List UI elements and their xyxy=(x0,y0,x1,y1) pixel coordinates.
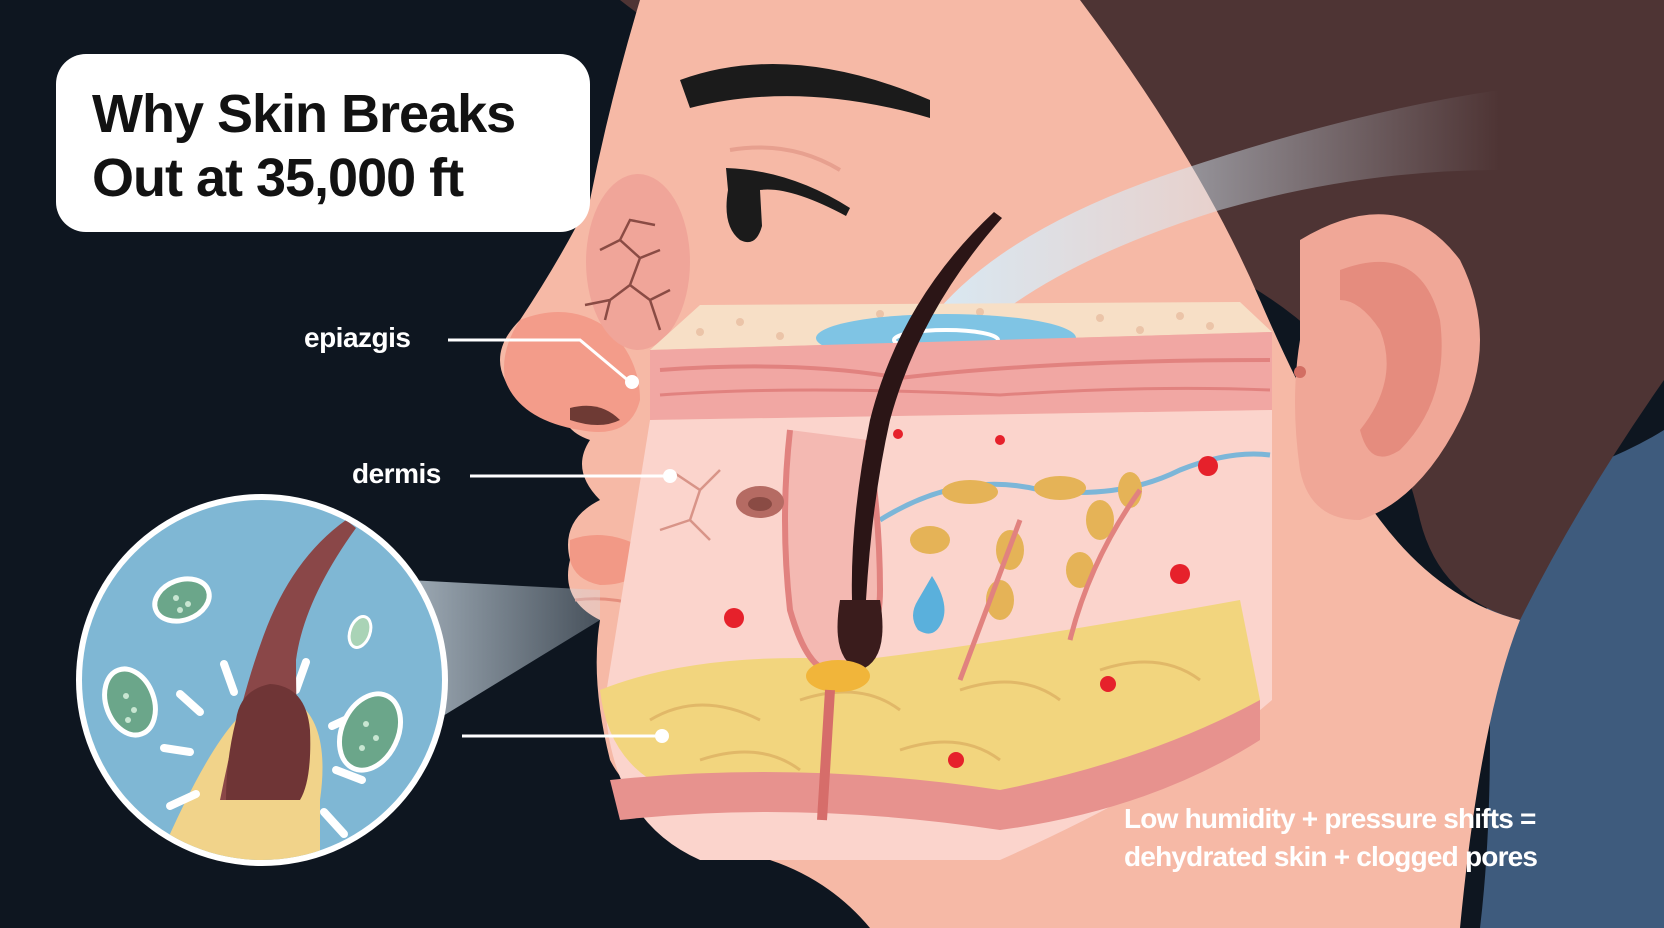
title-line-2: Out at 35,000 ft xyxy=(92,148,464,208)
dry-skin-cracks xyxy=(584,218,671,331)
label-epidermis: epiazgis xyxy=(304,322,411,353)
magnifier-lens xyxy=(76,494,448,866)
sebum-blockage xyxy=(806,660,870,692)
title-line-1: Why Skin Breaks xyxy=(92,84,516,144)
hair-shaft xyxy=(851,212,1002,600)
label-dermis: dermis xyxy=(352,458,441,489)
fat-layer xyxy=(600,600,1260,800)
eyebrow xyxy=(680,64,930,118)
water-droplet xyxy=(913,576,945,634)
leader-top xyxy=(448,338,631,384)
skin-cross-section xyxy=(600,212,1272,860)
magnifier-beam xyxy=(408,580,600,730)
eye xyxy=(726,168,850,243)
caption: Low humidity + pressure shifts = dehydra… xyxy=(1124,800,1644,876)
caption-line-2: dehydrated skin + clogged pores xyxy=(1124,841,1538,872)
bacteria-icon xyxy=(102,576,403,773)
airflow-stream xyxy=(930,90,1500,330)
caption-line-1: Low humidity + pressure shifts = xyxy=(1124,803,1536,834)
title-card: Why Skin Breaks Out at 35,000 ft xyxy=(56,54,590,232)
leader-lines xyxy=(448,338,668,738)
nose xyxy=(504,312,640,432)
